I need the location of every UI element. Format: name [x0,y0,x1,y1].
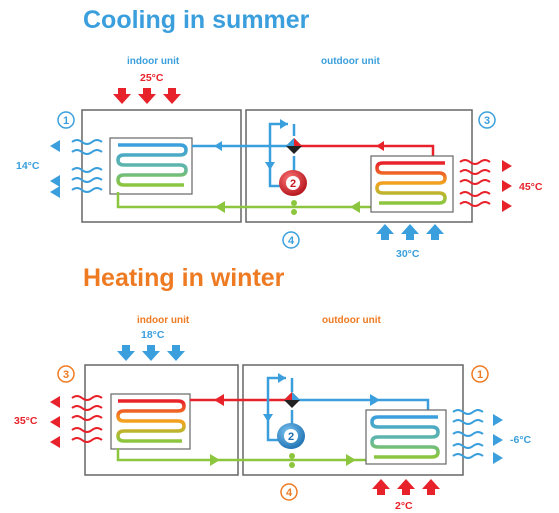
air-arrow-icon [493,452,503,464]
summer-arrow-green-1 [215,201,225,213]
summer-outdoor-air-temp: 30°C [396,248,420,260]
air-arrow-icon [167,345,185,361]
air-arrow-icon [372,479,390,495]
winter-indoor-airflow [71,395,103,443]
summer-indoor-out-arrows [50,140,60,198]
winter-outdoor-out-arrows [493,414,503,464]
summer-indoor-air-arrows [113,88,181,104]
air-arrow-icon [142,345,160,361]
summer-title: Cooling in summer [83,6,310,34]
winter-marker-valve: 4 [280,483,298,501]
air-arrow-icon [376,224,394,240]
winter-outdoor-out-temp: -6°C [510,434,532,446]
air-arrow-icon [493,414,503,426]
air-arrow-icon [426,224,444,240]
winter-section: Heating in winter indoor unit outdoor un… [14,264,532,512]
summer-outdoor-out-arrows [502,160,512,212]
airflow-wave-icon [71,395,103,443]
summer-indoor-label: indoor unit [127,56,180,67]
airflow-wave-icon [71,139,103,193]
winter-indoor-out-temp: 35°C [14,415,38,427]
air-arrow-icon [117,345,135,361]
air-arrow-icon [50,396,60,408]
svg-text:1: 1 [477,369,483,381]
winter-marker-outdoor: 1 [471,365,489,383]
summer-outdoor-out-temp: 45°C [519,181,543,193]
summer-marker-indoor: 1 [57,111,75,129]
winter-outdoor-airflow [452,409,484,459]
svg-text:1: 1 [63,115,69,127]
air-arrow-icon [138,88,156,104]
air-arrow-icon [422,479,440,495]
svg-text:3: 3 [63,369,69,381]
summer-indoor-coil [116,143,188,187]
air-arrow-icon [493,434,503,446]
airflow-wave-icon [459,159,491,207]
winter-line-blue [298,398,430,414]
air-arrow-icon [502,180,512,192]
winter-outdoor-air-temp: 2°C [395,500,413,512]
summer-marker-valve: 4 [282,231,300,249]
summer-loop-blue [268,122,288,188]
expansion-valve-icon [291,200,297,215]
winter-indoor-air-temp: 18°C [141,329,165,341]
summer-outdoor-label: outdoor unit [321,56,381,67]
air-arrow-icon [50,175,60,187]
summer-compressor-number: 2 [290,178,296,190]
winter-indoor-out-arrows [50,396,60,448]
air-arrow-icon [397,479,415,495]
air-arrow-icon [502,160,512,172]
air-arrow-icon [163,88,181,104]
summer-arrow-blue-top [214,141,222,151]
winter-marker-indoor: 3 [57,365,75,383]
winter-indoor-air-arrows [117,345,185,361]
winter-compressor-number: 2 [288,431,294,443]
air-arrow-icon [50,186,60,198]
air-arrow-icon [401,224,419,240]
winter-indoor-coil [116,399,186,443]
summer-indoor-air-temp: 25°C [140,72,164,84]
compressor-icon: 2 [279,170,307,196]
summer-outdoor-air-arrows [376,224,444,240]
summer-marker-outdoor: 3 [478,111,496,129]
summer-line-red [300,144,435,160]
winter-outdoor-label: outdoor unit [322,315,382,326]
airflow-wave-icon [452,409,484,459]
summer-outdoor-coil [375,161,447,205]
summer-indoor-out-temp: 14°C [16,160,40,172]
winter-outdoor-air-arrows [372,479,440,495]
winter-loop-blue [266,376,286,442]
summer-outdoor-airflow [459,159,491,207]
summer-arrow-green-2 [350,201,360,213]
svg-text:4: 4 [286,487,293,499]
summer-indoor-airflow [71,139,103,193]
svg-text:3: 3 [484,115,490,127]
air-arrow-icon [50,436,60,448]
air-arrow-icon [50,140,60,152]
air-arrow-icon [502,200,512,212]
summer-section: Cooling in summer indoor unit outdoor un… [16,6,543,260]
compressor-icon: 2 [277,423,305,449]
svg-text:4: 4 [288,235,295,247]
winter-indoor-label: indoor unit [137,315,190,326]
expansion-valve-icon [289,453,295,468]
four-way-valve-icon [286,138,302,154]
winter-outdoor-coil [370,415,440,459]
winter-title: Heating in winter [83,264,285,292]
four-way-valve-icon [284,392,300,408]
air-arrow-icon [50,416,60,428]
air-arrow-icon [113,88,131,104]
